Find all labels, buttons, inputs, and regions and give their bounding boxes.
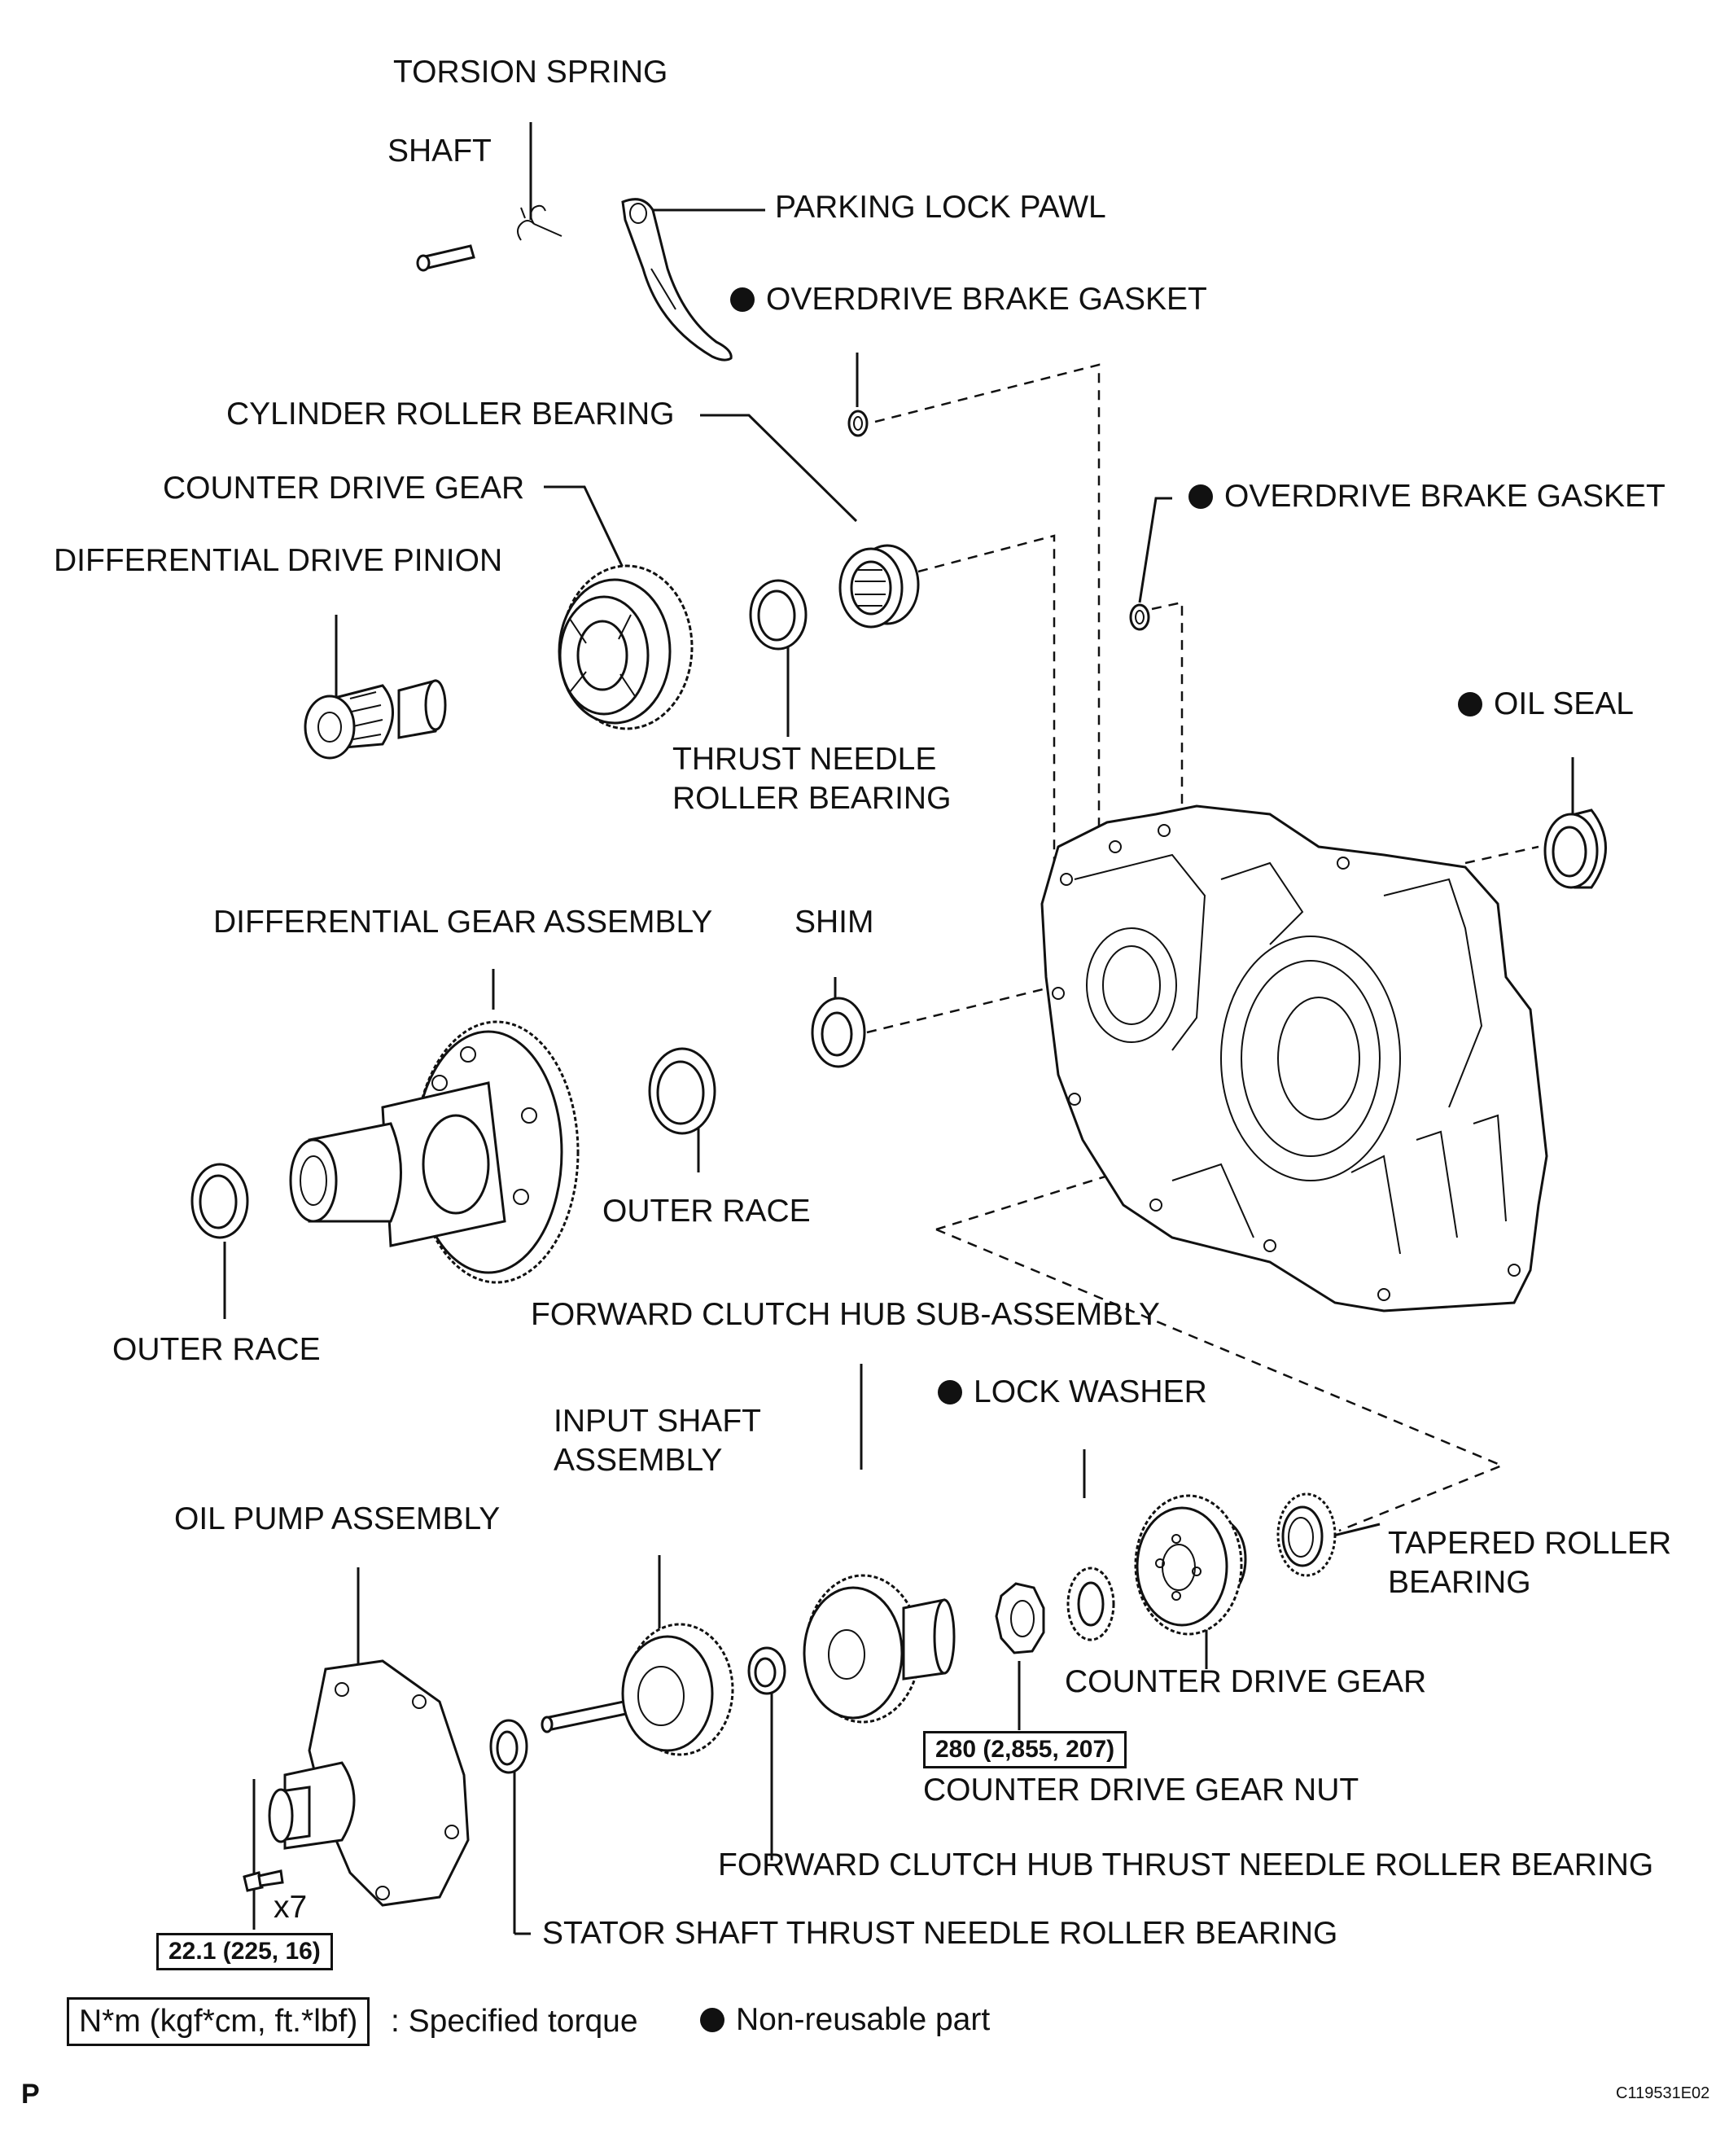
non-reusable-dot-icon bbox=[1458, 692, 1482, 716]
non-reusable-dot-icon bbox=[730, 287, 755, 312]
torque-legend-text: : Specified torque bbox=[391, 2004, 638, 2039]
tapered-roller-bearing-label-line2: BEARING bbox=[1388, 1565, 1531, 1600]
forward-clutch-hub-sub-assembly-part bbox=[803, 1574, 956, 1724]
cylinder-roller-bearing-label: CYLINDER ROLLER BEARING bbox=[226, 397, 675, 432]
forward-clutch-hub-sub-assembly-label: FORWARD CLUTCH HUB SUB-ASSEMBLY bbox=[531, 1297, 1160, 1332]
tapered-roller-bearing-part bbox=[1276, 1492, 1337, 1577]
cylinder-roller-bearing-part bbox=[838, 544, 920, 629]
oil-pump-assembly-label: OIL PUMP ASSEMBLY bbox=[174, 1501, 501, 1536]
thrust-needle-roller-bearing-part bbox=[749, 579, 808, 651]
thrust-needle-roller-bearing-label-line1: THRUST NEEDLE bbox=[672, 742, 937, 777]
input-shaft-assembly-part bbox=[541, 1623, 734, 1756]
counter-drive-gear-nut-label: COUNTER DRIVE GEAR NUT bbox=[923, 1773, 1359, 1808]
differential-gear-assembly-label: DIFFERENTIAL GEAR ASSEMBLY bbox=[213, 905, 713, 940]
oil-pump-bolt-torque: 22.1 (225, 16) bbox=[156, 1933, 333, 1970]
non-reusable-dot-icon bbox=[1188, 484, 1213, 509]
parking-lock-pawl-part bbox=[621, 198, 733, 362]
shim-part bbox=[811, 997, 866, 1068]
overdrive-brake-gasket-1-text: OVERDRIVE BRAKE GASKET bbox=[766, 282, 1207, 317]
tapered-roller-bearing-label-line1: TAPERED ROLLER bbox=[1388, 1526, 1672, 1561]
outer-race-right-part bbox=[648, 1047, 716, 1135]
lock-washer-text: LOCK WASHER bbox=[974, 1374, 1207, 1409]
oil-pump-bolt-part bbox=[243, 1869, 284, 1892]
differential-drive-pinion-label: DIFFERENTIAL DRIVE PINION bbox=[54, 543, 503, 578]
torsion-spring-part bbox=[517, 204, 562, 241]
outer-race-right-label: OUTER RACE bbox=[602, 1194, 811, 1229]
overdrive-brake-gasket-2-label: OVERDRIVE BRAKE GASKET bbox=[1188, 478, 1666, 515]
oil-seal-text: OIL SEAL bbox=[1494, 686, 1634, 721]
stator-shaft-thrust-bearing-label: STATOR SHAFT THRUST NEEDLE ROLLER BEARIN… bbox=[542, 1916, 1338, 1951]
non-reusable-dot-icon bbox=[938, 1380, 962, 1404]
transaxle-case-part bbox=[1040, 804, 1548, 1312]
outer-race-left-label: OUTER RACE bbox=[112, 1332, 321, 1367]
counter-drive-gear-nut-torque: 280 (2,855, 207) bbox=[923, 1731, 1127, 1768]
torsion-spring-label: TORSION SPRING bbox=[393, 55, 668, 90]
forward-clutch-hub-thrust-bearing-label: FORWARD CLUTCH HUB THRUST NEEDLE ROLLER … bbox=[718, 1847, 1654, 1882]
overdrive-brake-gasket-1-part bbox=[847, 410, 869, 437]
shaft-part bbox=[416, 244, 475, 272]
oil-seal-part bbox=[1543, 808, 1607, 889]
lock-washer-part bbox=[1066, 1567, 1115, 1641]
oil-pump-assembly-part bbox=[268, 1659, 470, 1907]
counter-drive-gear-bottom-part bbox=[1134, 1494, 1247, 1636]
differential-drive-pinion-part bbox=[304, 679, 447, 760]
bolt-quantity-label: x7 bbox=[274, 1890, 308, 1925]
counter-drive-gear-bottom-label: COUNTER DRIVE GEAR bbox=[1065, 1664, 1427, 1699]
non-reusable-dot-icon bbox=[700, 2008, 724, 2032]
thrust-needle-roller-bearing-label-line2: ROLLER BEARING bbox=[672, 781, 952, 816]
counter-drive-gear-top-part bbox=[558, 564, 694, 730]
alignment-dashed-lines bbox=[866, 363, 1539, 1532]
non-reusable-legend: Non-reusable part bbox=[700, 2001, 990, 2039]
lock-washer-label: LOCK WASHER bbox=[938, 1374, 1207, 1411]
corner-mark: P bbox=[21, 2079, 40, 2110]
figure-id: C119531E02 bbox=[1616, 2084, 1710, 2102]
shim-label: SHIM bbox=[794, 905, 874, 940]
non-reusable-legend-text: Non-reusable part bbox=[736, 2002, 991, 2037]
overdrive-brake-gasket-2-text: OVERDRIVE BRAKE GASKET bbox=[1224, 479, 1666, 514]
parking-lock-pawl-label: PARKING LOCK PAWL bbox=[775, 190, 1106, 225]
oil-seal-label: OIL SEAL bbox=[1458, 686, 1634, 723]
overdrive-brake-gasket-1-label: OVERDRIVE BRAKE GASKET bbox=[730, 281, 1207, 318]
overdrive-brake-gasket-2-part bbox=[1129, 603, 1150, 631]
input-shaft-label-line2: ASSEMBLY bbox=[554, 1443, 723, 1478]
differential-gear-assembly-part bbox=[289, 1020, 580, 1284]
shaft-label: SHAFT bbox=[387, 134, 492, 169]
counter-drive-gear-top-label: COUNTER DRIVE GEAR bbox=[163, 471, 525, 506]
forward-clutch-hub-thrust-bearing-part bbox=[747, 1646, 786, 1695]
stator-shaft-thrust-bearing-part bbox=[489, 1719, 528, 1774]
counter-drive-gear-nut-part bbox=[995, 1582, 1045, 1654]
outer-race-left-part bbox=[190, 1163, 249, 1239]
torque-unit-legend-box: N*m (kgf*cm, ft.*lbf) bbox=[67, 1997, 370, 2046]
input-shaft-label-line1: INPUT SHAFT bbox=[554, 1404, 761, 1439]
